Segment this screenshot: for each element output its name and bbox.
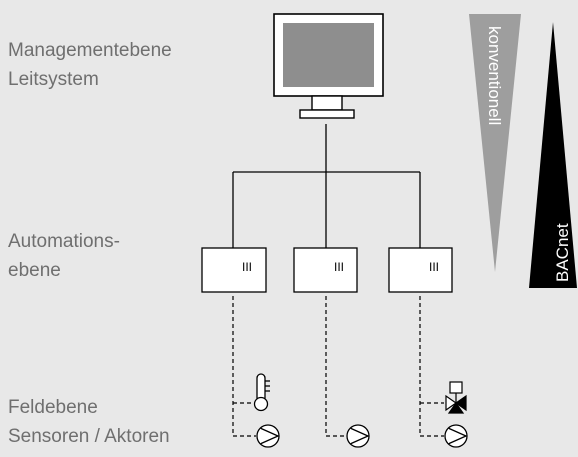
field-level-subtitle: Sensoren / Aktoren [8, 426, 170, 447]
management-level-label: Managementebene Leitsystem [8, 36, 172, 94]
management-level-title: Managementebene [8, 40, 172, 61]
conventional-label: konventionell [485, 26, 504, 125]
controller-label: III [334, 260, 344, 274]
management-level-subtitle: Leitsystem [8, 69, 99, 90]
conventional-wedge-shape [469, 14, 521, 272]
automation-level-subtitle: ebene [8, 260, 61, 281]
network-connection-lines [232, 124, 421, 248]
bacnet-label: BACnet [553, 223, 572, 282]
field-level-title: Feldebene [8, 397, 98, 418]
thermometer-icon [253, 373, 270, 412]
controller-box: III [293, 247, 358, 293]
controller-box: III [201, 247, 267, 293]
field-bus-dashed-lines [232, 296, 444, 437]
controller-box: III [388, 247, 453, 293]
bacnet-wedge: BACnet [528, 22, 578, 288]
pump-icon [444, 424, 468, 448]
pump-icon [256, 424, 280, 448]
controller-label: III [429, 260, 439, 274]
bacnet-wedge-shape [529, 22, 577, 288]
computer-monitor-icon [273, 13, 384, 119]
valve-icon [445, 381, 467, 414]
controller-label: III [242, 260, 252, 274]
pump-icon [346, 424, 370, 448]
automation-level-label: Automations- ebene [8, 227, 120, 285]
field-level-label: Feldebene Sensoren / Aktoren [8, 393, 170, 451]
conventional-wedge: konventionell [469, 14, 521, 272]
automation-level-title: Automations- [8, 231, 120, 252]
